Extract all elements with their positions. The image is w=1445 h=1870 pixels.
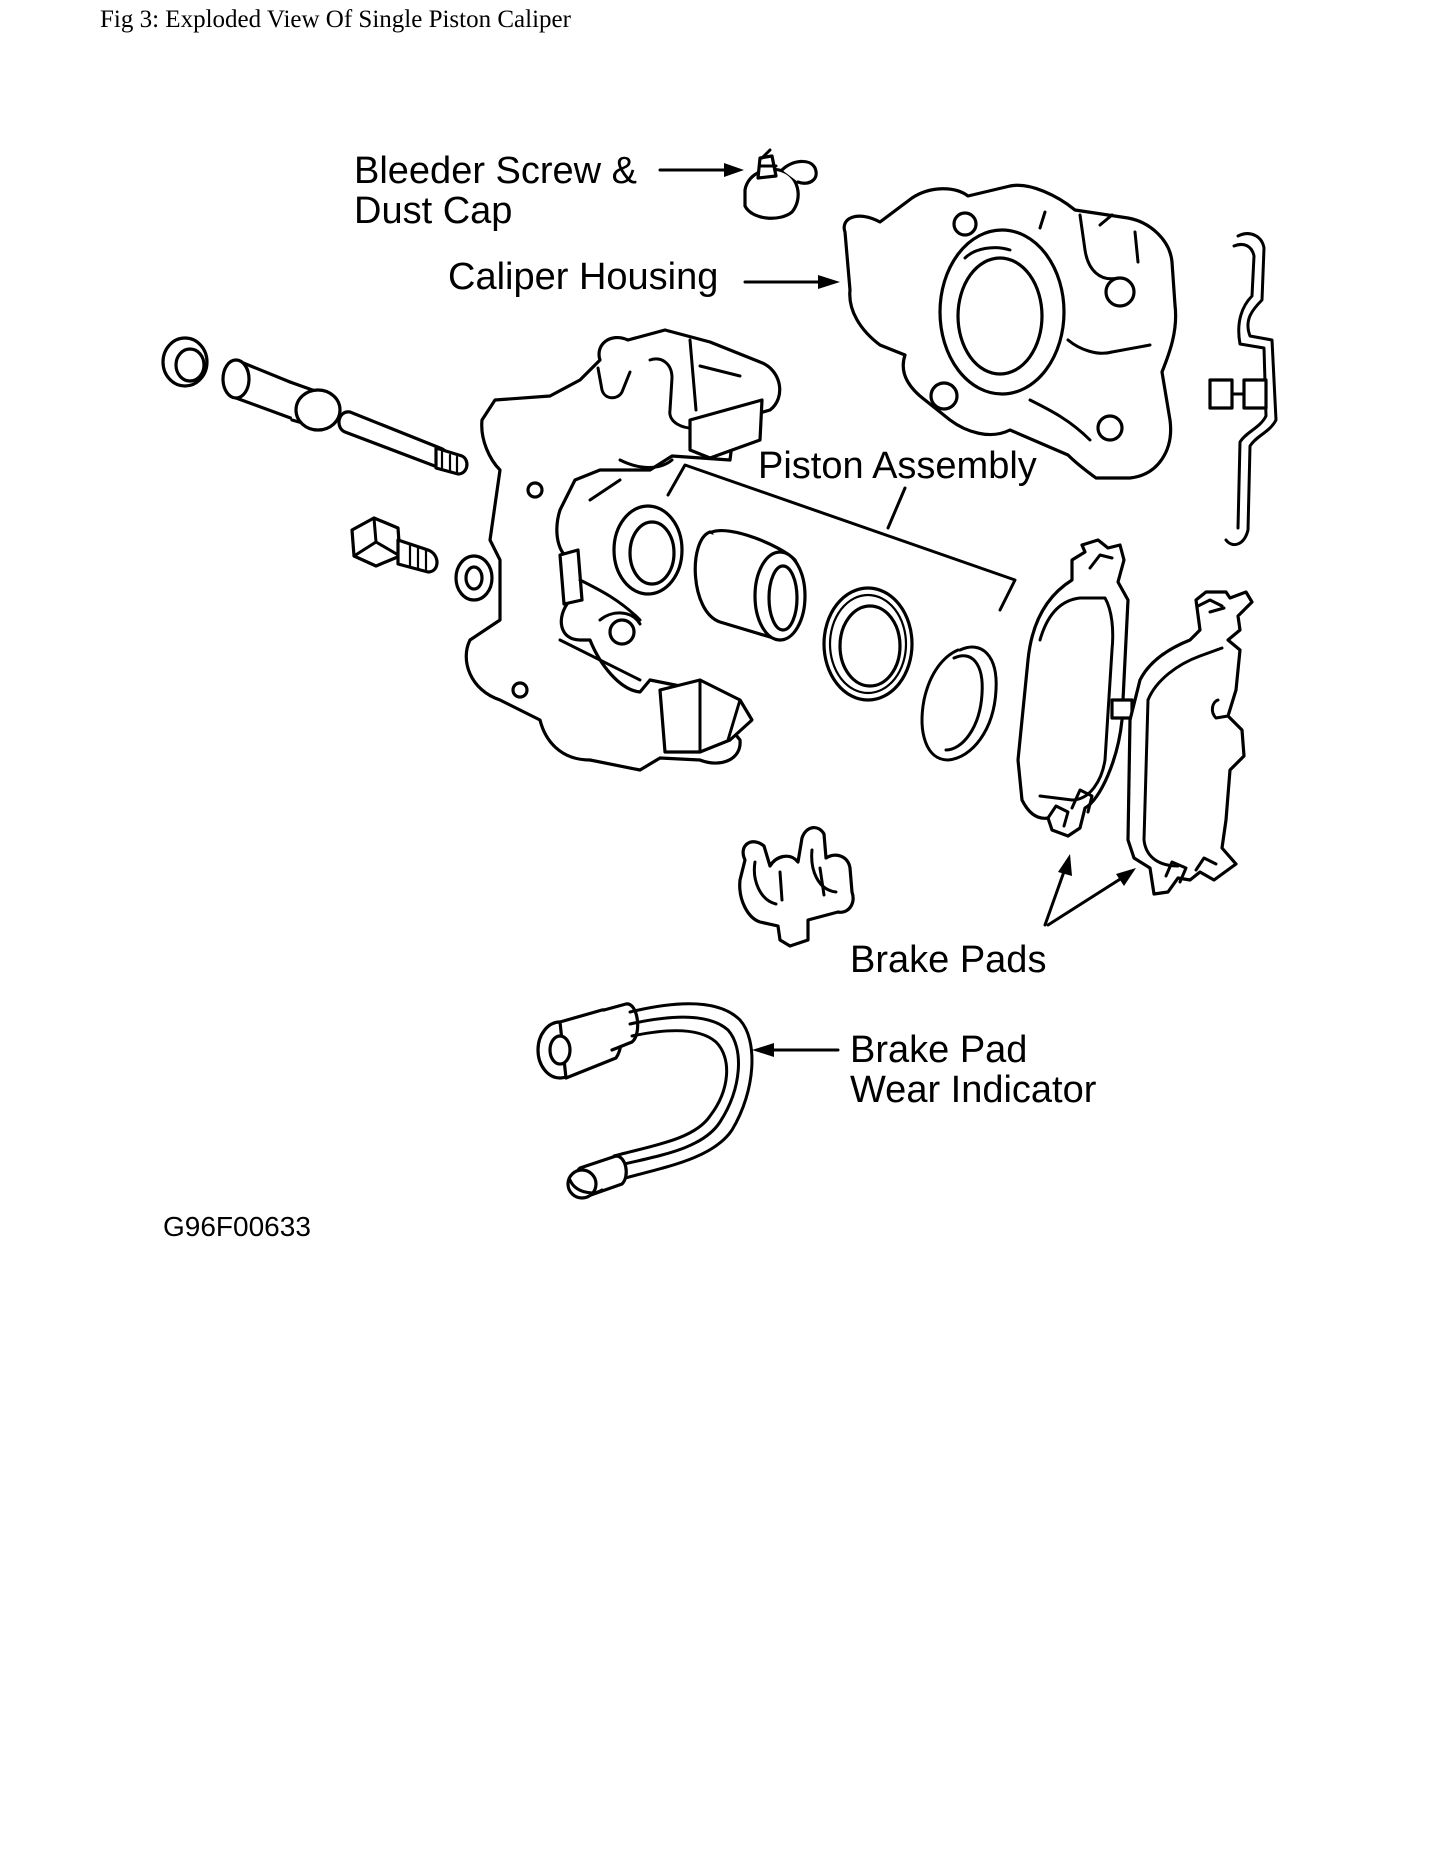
label-piston-assembly: Piston Assembly [758, 445, 1037, 487]
pad-retaining-clip-drawing [738, 826, 855, 948]
label-wear-indicator: Wear Indicator [850, 1069, 1097, 1111]
brake-pads-arrows [1043, 854, 1136, 927]
outer-brake-pad-drawing [1126, 590, 1254, 896]
mounting-bolt-drawing [350, 516, 494, 602]
anti-rattle-spring-drawing [1208, 232, 1278, 547]
guide-pin-set-drawing [161, 336, 469, 476]
figure-code: G96F00633 [163, 1211, 311, 1242]
inner-brake-pad-drawing [1016, 538, 1134, 838]
wear-indicator-arrow [752, 1043, 840, 1057]
label-brake-pad: Brake Pad [850, 1029, 1027, 1071]
piston-assembly-bracket [666, 463, 1017, 612]
figure-caption: Fig 3: Exploded View Of Single Piston Ca… [100, 6, 571, 33]
caliper-housing-arrow [743, 275, 840, 289]
piston-assembly-drawing [612, 504, 998, 762]
label-bleeder-screw: Bleeder Screw & [354, 150, 637, 192]
caliper-housing-drawing [842, 183, 1178, 480]
wear-indicator-drawing [536, 1002, 754, 1200]
bleeder-arrow [658, 163, 744, 177]
label-brake-pads: Brake Pads [850, 939, 1046, 981]
bleeder-screw-drawing [743, 148, 818, 220]
caliper-bracket-drawing [464, 328, 782, 772]
label-dust-cap: Dust Cap [354, 190, 512, 232]
label-caliper-housing: Caliper Housing [448, 256, 718, 298]
